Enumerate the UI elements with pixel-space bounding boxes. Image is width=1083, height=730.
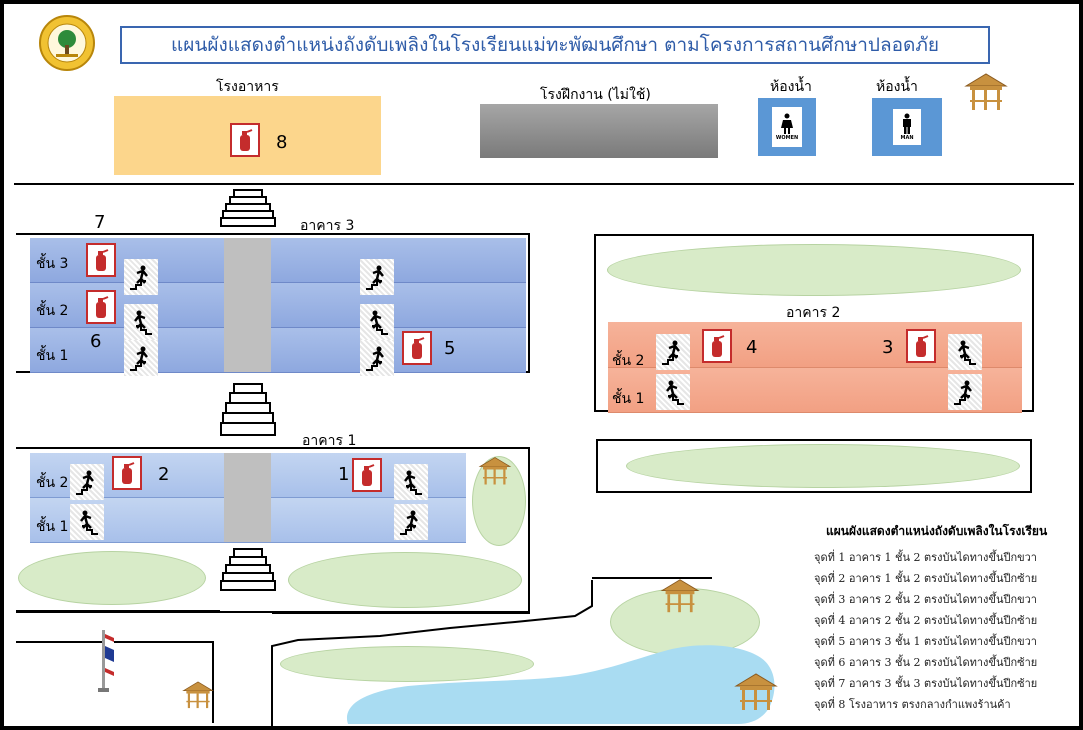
path-line [212,641,214,723]
stair-icon [220,188,276,238]
emergency-exit-stair-icon [656,374,690,410]
emergency-exit-stair-icon [948,374,982,410]
point-6-label: 6 [90,331,102,352]
legend-item: จุดที่ 5 อาคาร 3 ชั้น 1 ตรงบันไดทางขึ้นป… [814,635,1037,648]
point-8-label: 8 [276,132,288,153]
emergency-exit-stair-icon [124,259,158,295]
path-line [1030,439,1032,493]
emergency-exit-stair-icon [360,340,394,376]
path-line [272,612,530,614]
fire-extinguisher-icon [112,456,142,490]
point-2-label: 2 [158,464,170,485]
restroom-men: MAN [872,98,942,156]
area-bracket [596,439,1032,493]
women-sign-text: WOMEN [775,135,799,141]
building3-floor1 [30,328,526,373]
fire-extinguisher-icon [230,123,260,157]
building1-floor1-label: ชั้น 1 [36,519,69,535]
restroom-women-label: ห้องน้ำ [770,79,812,95]
lawn-area [607,244,1021,296]
gazebo-icon [660,578,700,618]
building1-stair-column [224,453,271,542]
fire-extinguisher-icon [402,331,432,365]
workshop-label: โรงฝึกงาน (ไม่ใช้) [540,87,651,103]
emergency-exit-stair-icon [948,334,982,370]
building3-label: อาคาร 3 [300,218,355,234]
path-line [16,610,220,612]
building2-floor2-label: ชั้น 2 [612,353,645,369]
point-1-label: 1 [338,464,350,485]
legend-item: จุดที่ 8 โรงอาหาร ตรงกลางกำแพงร้านค้า [814,698,1011,711]
building3-floor2-label: ชั้น 2 [36,303,69,319]
lawn-area [288,552,522,608]
building3-floor3-label: ชั้น 3 [36,256,69,272]
point-5-label: 5 [444,338,456,359]
cafeteria-label: โรงอาหาร [216,79,279,95]
gazebo-icon [478,456,512,490]
fire-extinguisher-icon [702,329,732,363]
lawn-area [18,551,206,605]
fire-extinguisher-icon [86,290,116,324]
restroom-men-label: ห้องน้ำ [876,79,918,95]
legend-title: แผนผังแสดงตำแหน่งถังดับเพลิงในโรงเรียน [826,524,1048,538]
building2-floor1-label: ชั้น 1 [612,391,645,407]
emergency-exit-stair-icon [360,259,394,295]
emergency-exit-stair-icon [394,504,428,540]
men-icon: MAN [893,109,921,145]
path-line [16,641,214,643]
school-logo-icon [38,14,96,72]
legend-item: จุดที่ 2 อาคาร 1 ชั้น 2 ตรงบันไดทางขึ้นป… [814,572,1038,585]
emergency-exit-stair-icon [124,304,158,340]
building3-floor1-label: ชั้น 1 [36,348,69,364]
path-line [596,491,1032,493]
road-boundary-line [14,183,1074,185]
stair-icon [220,547,276,599]
emergency-exit-stair-icon [124,340,158,376]
lawn-area [610,588,760,656]
lawn-area [626,444,1020,488]
legend-item: จุดที่ 4 อาคาร 2 ชั้น 2 ตรงบันไดทางขึ้นป… [814,614,1038,627]
workshop-area [480,104,718,158]
restroom-women: WOMEN [758,98,816,156]
legend-item: จุดที่ 7 อาคาร 3 ชั้น 3 ตรงบันไดทางขึ้นป… [814,677,1038,690]
fire-extinguisher-icon [906,329,936,363]
gazebo-icon [182,680,214,714]
building1-floor2-label: ชั้น 2 [36,475,69,491]
path-line [592,577,712,579]
thai-flag-icon [94,628,116,700]
men-sign-text: MAN [900,135,914,141]
emergency-exit-stair-icon [656,334,690,370]
fire-extinguisher-icon [352,458,382,492]
legend: แผนผังแสดงตำแหน่งถังดับเพลิงในโรงเรียน จ… [814,522,1076,716]
legend-list: จุดที่ 1 อาคาร 1 ชั้น 2 ตรงบันไดทางขึ้นป… [814,548,1076,716]
building2-label: อาคาร 2 [786,305,841,321]
road-curve [270,576,600,726]
stair-icon [220,382,276,448]
point-4-label: 4 [746,337,758,358]
emergency-exit-stair-icon [70,464,104,500]
point-3-label: 3 [882,337,894,358]
pond-area [338,636,784,726]
gazebo-icon [734,672,778,716]
legend-item: จุดที่ 3 อาคาร 2 ชั้น 2 ตรงบันไดทางขึ้นป… [814,593,1037,606]
legend-item: จุดที่ 1 อาคาร 1 ชั้น 2 ตรงบันไดทางขึ้นป… [814,551,1037,564]
emergency-exit-stair-icon [394,464,428,500]
women-icon: WOMEN [772,107,802,147]
lawn-area [472,456,526,546]
emergency-exit-stair-icon [70,504,104,540]
page-title: แผนผังแสดงตำแหน่งถังดับเพลิงในโรงเรียนแม… [120,26,990,64]
point-7-label: 7 [94,212,106,233]
legend-item: จุดที่ 6 อาคาร 3 ชั้น 2 ตรงบันไดทางขึ้นป… [814,656,1038,669]
building3-stair-column [224,238,271,372]
lawn-area [280,646,534,682]
gazebo-icon [964,72,1008,116]
building1-label: อาคาร 1 [302,433,357,449]
fire-extinguisher-icon [86,243,116,277]
emergency-exit-stair-icon [360,304,394,340]
